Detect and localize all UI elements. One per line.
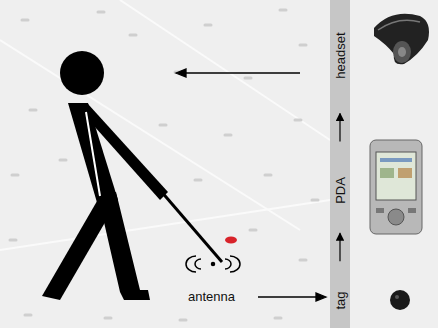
antenna-symbol xyxy=(186,256,240,272)
blind-person xyxy=(42,51,222,300)
node-text: tag xyxy=(331,288,348,312)
band-label: tag xyxy=(331,288,348,312)
headset-icon xyxy=(374,14,429,65)
leader-arrows xyxy=(176,69,326,301)
tag-icon xyxy=(390,290,410,310)
band xyxy=(330,0,350,328)
part-label: antenna xyxy=(185,288,238,305)
pda-icon xyxy=(370,140,422,234)
band-label: headset xyxy=(331,29,348,81)
node-text: PDA xyxy=(331,174,348,207)
floor-pattern xyxy=(0,0,330,320)
flow-arrow xyxy=(339,113,340,141)
band-label: PDA xyxy=(331,174,348,207)
node-text: headset xyxy=(331,29,348,81)
tag-dot xyxy=(225,237,237,244)
flow-arrow xyxy=(339,233,340,261)
